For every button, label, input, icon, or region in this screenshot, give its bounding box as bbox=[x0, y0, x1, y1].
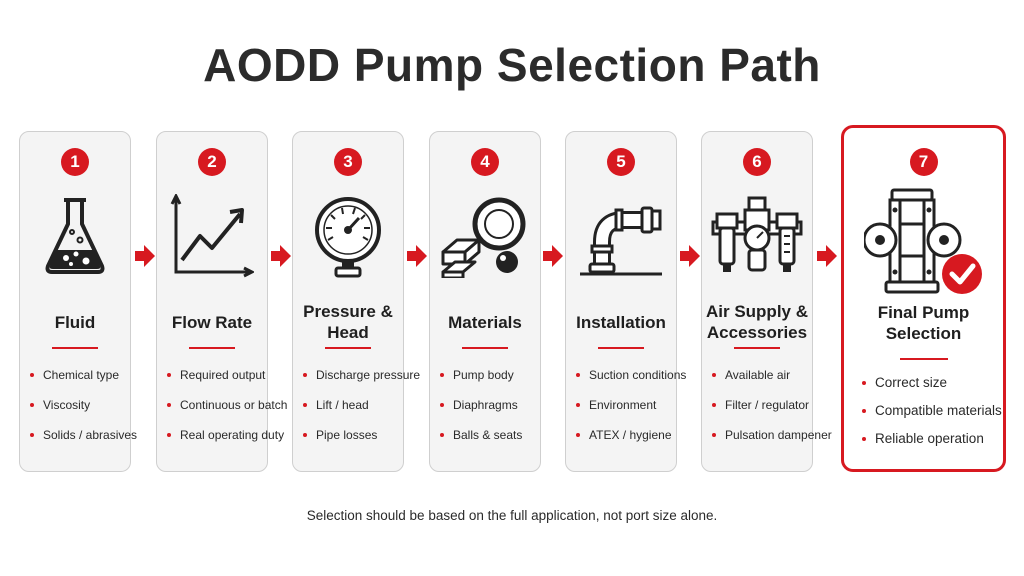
diaphragm-pump-icon bbox=[862, 188, 984, 303]
step-card-fluid: 1 Fluid Chemical type Viscosity Solids /… bbox=[19, 131, 137, 472]
title-divider bbox=[325, 347, 371, 349]
arrow-right-icon bbox=[543, 245, 563, 267]
list-item: Required output bbox=[167, 368, 265, 398]
bullet-list: Required output Continuous or batch Real… bbox=[167, 368, 287, 458]
step-card-installation: 5 Installation Suction conditions Enviro… bbox=[565, 131, 686, 472]
step-title: Flow Rate bbox=[171, 312, 253, 332]
list-item: Pulsation dampener bbox=[712, 428, 832, 458]
air-regulator-icon bbox=[709, 194, 805, 283]
step-number-badge: 2 bbox=[198, 148, 226, 176]
step-card-final-selection: 7 Final Pump Selection Correct size bbox=[841, 125, 1006, 472]
bullet-list: Pump body Diaphragms Balls & seats bbox=[440, 368, 536, 458]
arrow-right-icon bbox=[407, 245, 427, 267]
step-card-flow-rate: 2 Flow Rate Required output Continuous o… bbox=[156, 131, 287, 472]
material-samples-icon bbox=[439, 194, 531, 283]
step-number-badge: 3 bbox=[334, 148, 362, 176]
title-divider bbox=[734, 347, 780, 349]
step-card-pressure-head: 3 Pressure & Head Discharge pressure Lif… bbox=[292, 131, 420, 472]
title-divider bbox=[899, 358, 948, 360]
flask-icon bbox=[42, 194, 108, 283]
step-card-materials: 4 Materials Pump body Diaphragms Balls &… bbox=[429, 131, 541, 472]
title-divider bbox=[598, 347, 644, 349]
bullet-list: Correct size Compatible materials Reliab… bbox=[862, 376, 1002, 460]
list-item: Viscosity bbox=[30, 398, 126, 428]
arrow-right-icon bbox=[135, 245, 155, 267]
step-title: Air Supply & Accessories bbox=[705, 302, 808, 342]
trend-chart-icon bbox=[170, 192, 256, 283]
list-item: Pipe losses bbox=[303, 428, 399, 458]
title-divider bbox=[52, 347, 98, 349]
page-title: AODD Pump Selection Path bbox=[203, 39, 821, 91]
title-divider bbox=[462, 347, 508, 349]
step-title: Installation bbox=[576, 312, 666, 332]
list-item: Real operating duty bbox=[167, 428, 284, 458]
arrow-right-icon bbox=[271, 245, 291, 267]
pipe-elbow-icon bbox=[578, 194, 664, 283]
list-item: ATEX / hygiene bbox=[576, 428, 672, 458]
list-item: Continuous or batch bbox=[167, 398, 287, 428]
bullet-list: Discharge pressure Lift / head Pipe loss… bbox=[303, 368, 420, 458]
footer-note: Selection should be based on the full ap… bbox=[306, 508, 718, 523]
list-item: Suction conditions bbox=[576, 368, 686, 398]
list-item: Solids / abrasives bbox=[30, 428, 137, 458]
arrow-right-icon bbox=[817, 245, 837, 267]
list-item: Compatible materials bbox=[862, 404, 1002, 432]
step-title: Materials bbox=[448, 312, 522, 332]
list-item: Chemical type bbox=[30, 368, 126, 398]
list-item: Correct size bbox=[862, 376, 999, 404]
step-title: Pressure & Head bbox=[303, 302, 393, 342]
pressure-gauge-icon bbox=[312, 194, 384, 283]
list-item: Filter / regulator bbox=[712, 398, 809, 428]
list-item: Available air bbox=[712, 368, 808, 398]
step-title: Final Pump Selection bbox=[877, 303, 970, 343]
title-divider bbox=[189, 347, 235, 349]
step-card-air-supply: 6 Air Supply & Accessories Available air… bbox=[701, 131, 832, 472]
list-item: Discharge pressure bbox=[303, 368, 420, 398]
list-item: Environment bbox=[576, 398, 672, 428]
bullet-list: Available air Filter / regulator Pulsati… bbox=[712, 368, 832, 458]
step-title: Fluid bbox=[54, 312, 96, 332]
bullet-list: Suction conditions Environment ATEX / hy… bbox=[576, 368, 686, 458]
step-number-badge: 5 bbox=[607, 148, 635, 176]
step-number-badge: 1 bbox=[61, 148, 89, 176]
step-number-badge: 7 bbox=[909, 148, 938, 176]
list-item: Reliable operation bbox=[862, 432, 999, 460]
list-item: Diaphragms bbox=[440, 398, 536, 428]
step-number-badge: 4 bbox=[471, 148, 499, 176]
arrow-right-icon bbox=[680, 245, 700, 267]
list-item: Balls & seats bbox=[440, 428, 536, 458]
list-item: Lift / head bbox=[303, 398, 399, 428]
step-number-badge: 6 bbox=[743, 148, 771, 176]
list-item: Pump body bbox=[440, 368, 536, 398]
bullet-list: Chemical type Viscosity Solids / abrasiv… bbox=[30, 368, 137, 458]
